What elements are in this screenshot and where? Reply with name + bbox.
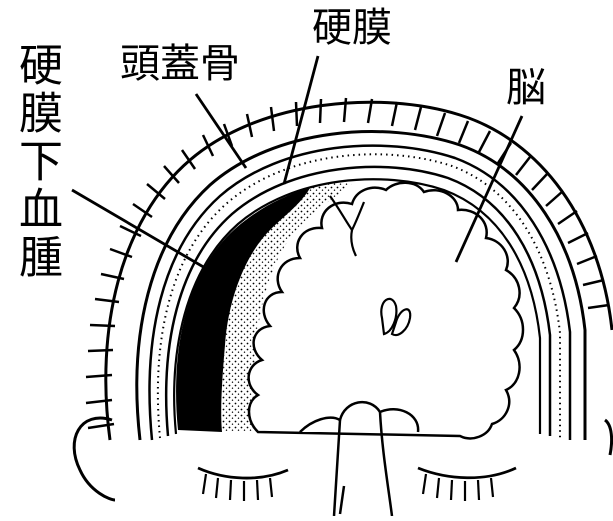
label-subdural-hematoma: 硬膜下血腫 xyxy=(14,42,58,282)
label-skull: 頭蓋骨 xyxy=(120,44,240,84)
label-brain: 脳 xyxy=(506,68,546,108)
leader-line-dura-mater xyxy=(284,56,318,184)
leader-line-skull xyxy=(196,94,246,168)
label-dura-mater: 硬膜 xyxy=(312,8,392,48)
brainstem xyxy=(300,402,418,516)
closed-eyes xyxy=(198,468,516,501)
